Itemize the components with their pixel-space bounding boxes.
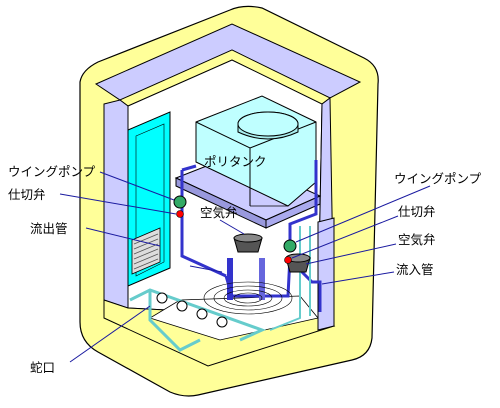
faucet-1-icon — [156, 292, 168, 304]
air-valve-right-icon — [285, 253, 311, 273]
labels: ウイングポンプ 仕切弁 流出管 蛇口 ポリタンク 空気弁 ウイングポンプ 仕切弁… — [8, 154, 482, 375]
faucets — [156, 292, 228, 328]
faucet-2-icon — [176, 300, 188, 312]
faucet-3-icon — [196, 308, 208, 320]
floor-drain — [203, 281, 293, 315]
air-valve-center-icon — [233, 233, 263, 253]
louver-vent — [131, 227, 161, 275]
label-outflow-pipe: 流出管 — [30, 221, 68, 236]
label-air-valve-right: 空気弁 — [398, 232, 436, 247]
label-inflow-pipe: 流入管 — [396, 262, 434, 277]
gate-valve-right-icon — [284, 256, 292, 264]
label-gate-valve-right: 仕切弁 — [398, 204, 436, 219]
label-gate-valve-left: 仕切弁 — [8, 187, 46, 202]
label-faucet: 蛇口 — [30, 360, 55, 375]
piping — [129, 160, 322, 352]
leader-lines — [59, 171, 431, 363]
label-wing-pump-right: ウイングポンプ — [394, 171, 482, 186]
wing-pump-left-icon — [173, 195, 187, 209]
faucet-4-icon — [216, 316, 228, 328]
label-wing-pump-left: ウイングポンプ — [8, 164, 96, 179]
wing-pump-right-icon — [283, 239, 297, 253]
label-poly-tank: ポリタンク — [204, 154, 267, 169]
label-air-valve-center: 空気弁 — [200, 205, 238, 220]
gate-valve-left-icon — [176, 210, 184, 218]
